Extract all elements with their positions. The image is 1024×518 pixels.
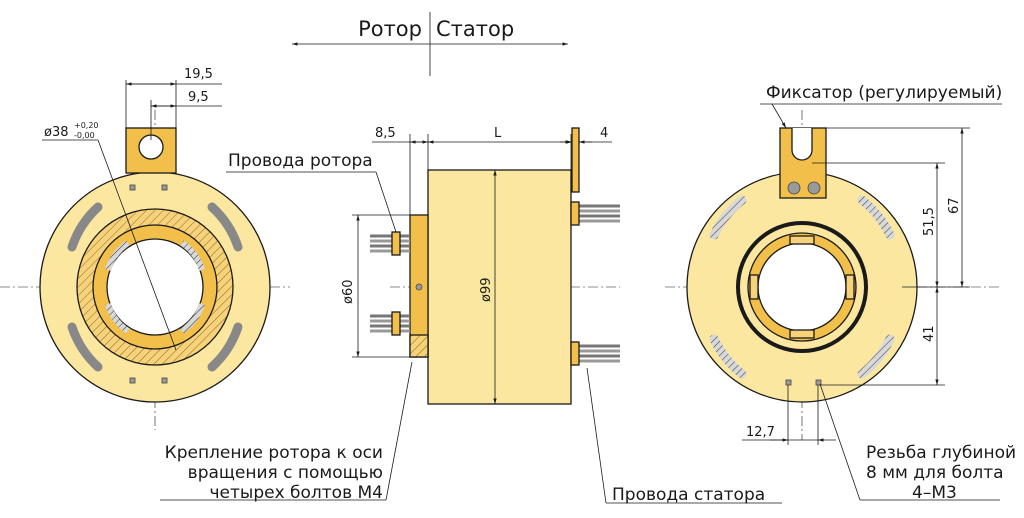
label-thread-3: 4–М3: [912, 483, 957, 503]
dim-9-5: 9,5: [188, 90, 209, 105]
dim-67: 67: [947, 197, 962, 214]
stator-wire-bundle-top: [570, 201, 620, 226]
label-rotor-wires: Провода ротора: [228, 151, 373, 171]
stator-wire-bundle-bottom: [570, 341, 620, 366]
dim-51-5: 51,5: [922, 207, 937, 236]
header-stator: Статор: [436, 17, 514, 41]
dim-99: ø99: [479, 278, 494, 303]
dim-12-7: 12,7: [746, 425, 775, 440]
label-thread-1: Резьба глубиной: [866, 443, 1016, 463]
right-view-stator: [665, 103, 1002, 501]
label-mount-3: четырех болтов М4: [209, 483, 383, 503]
dim-4: 4: [600, 126, 608, 141]
label-fixator: Фиксатор (регулируемый): [766, 83, 1002, 103]
dim-38-group: ø38 +0,20 -0,00: [42, 121, 99, 141]
dim-19-5: 19,5: [184, 67, 213, 82]
dim-41: 41: [922, 325, 937, 342]
dim-60: ø60: [341, 280, 356, 305]
label-thread-2: 8 мм для болта: [866, 463, 1004, 483]
side-view: [160, 127, 782, 504]
rotor-stator-header: Ротор Статор: [292, 12, 568, 76]
dim-8-5: 8,5: [375, 126, 396, 141]
dim-38-tol-minus: -0,00: [74, 131, 95, 140]
label-mount-2: вращения с помощью: [188, 463, 383, 483]
label-mount-1: Крепление ротора к оси: [165, 443, 383, 463]
left-view-rotor: [0, 80, 290, 430]
rotor-wire-bundle-top: [370, 231, 410, 256]
dim-38-tol-plus: +0,20: [74, 121, 99, 130]
dim-L: L: [494, 126, 502, 141]
dim-38: ø38: [44, 125, 69, 140]
header-rotor: Ротор: [358, 17, 422, 41]
label-stator-wires: Провода статора: [612, 485, 765, 505]
rotor-wire-bundle-bottom: [370, 311, 410, 336]
